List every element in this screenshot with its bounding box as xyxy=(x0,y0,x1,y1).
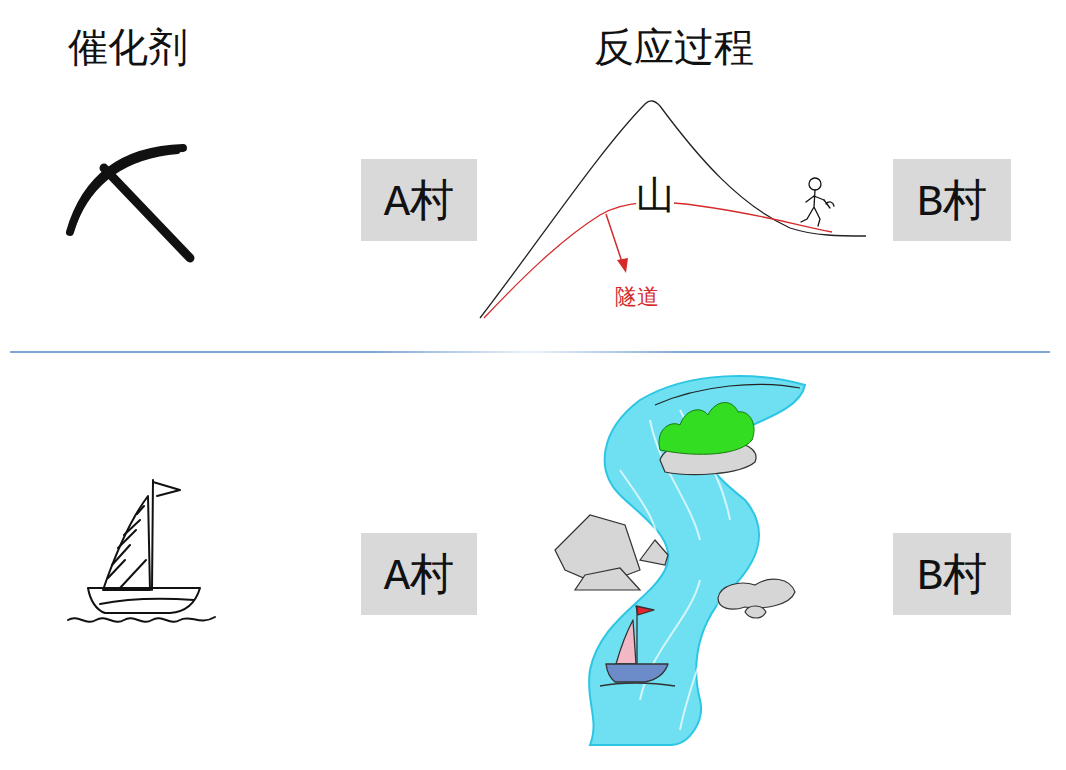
small-boat xyxy=(600,606,675,686)
tunnel-pointer xyxy=(606,214,628,273)
rocks xyxy=(555,442,795,618)
village-box: A村 xyxy=(361,159,477,241)
village-name: B村 xyxy=(917,545,987,604)
walker-figure xyxy=(801,178,834,226)
village-name: A村 xyxy=(384,171,454,230)
column-heading: 反应过程 xyxy=(594,20,754,75)
divider-line xyxy=(10,351,1050,353)
sailboat-icon xyxy=(68,480,215,622)
tunnel-label: 隧道 xyxy=(615,282,659,312)
village-box: B村 xyxy=(893,159,1011,241)
pickaxe-icon xyxy=(70,148,190,258)
village-box: B村 xyxy=(893,533,1011,615)
bush xyxy=(659,403,754,455)
mountain-label: 山 xyxy=(636,176,674,214)
tunnel-line xyxy=(484,202,832,318)
column-heading: 催化剂 xyxy=(68,20,188,75)
mountain-outline xyxy=(480,101,866,318)
village-name: A村 xyxy=(384,545,454,604)
village-name: B村 xyxy=(917,171,987,230)
village-box: A村 xyxy=(361,533,477,615)
